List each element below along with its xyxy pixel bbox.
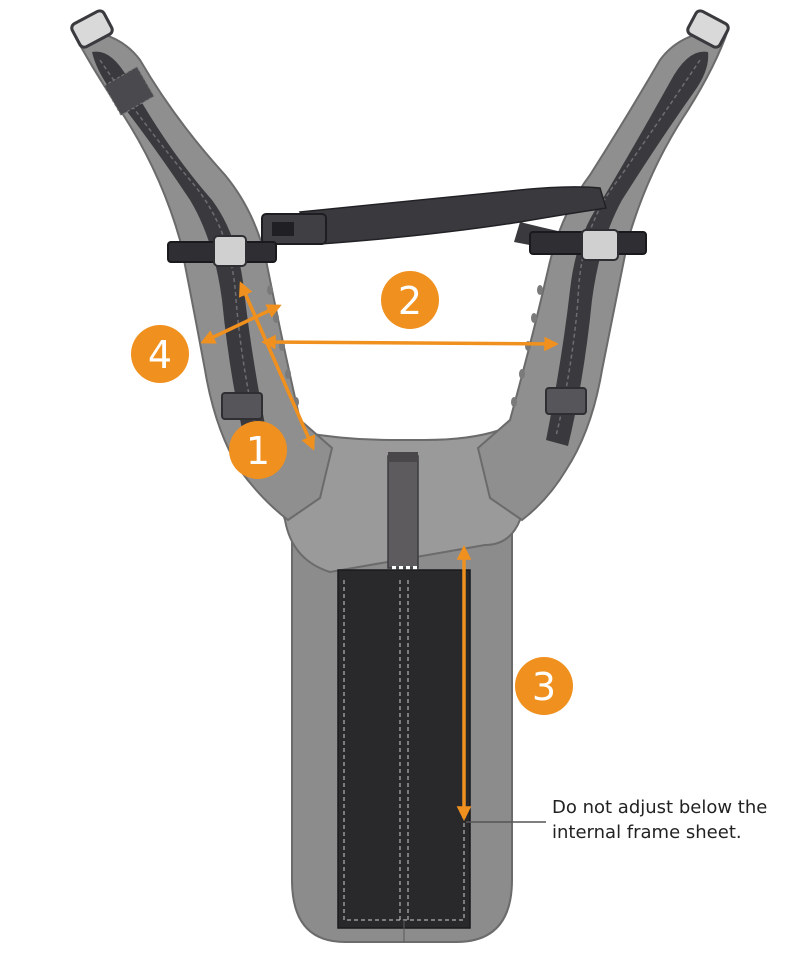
right-strap-top-buckle[interactable] xyxy=(686,9,730,49)
right-sternum-clip[interactable] xyxy=(581,229,619,261)
callout-number-1: 1 xyxy=(246,429,270,473)
left-sternum-clip[interactable] xyxy=(213,235,247,267)
torso-adjust-tab-tip xyxy=(388,452,418,462)
left-shoulder-strap-padding xyxy=(70,28,334,522)
sternum-strap-buckle-slot xyxy=(272,222,294,236)
right-shoulder-strap-padding xyxy=(476,28,730,522)
internal-frame-sheet xyxy=(337,569,471,929)
note-line-2: internal frame sheet. xyxy=(552,822,742,843)
arrow-2-shoulder-width xyxy=(261,334,559,352)
sternum-strap-webbing xyxy=(298,186,607,245)
frame-sheet-note: Do not adjust below the internal frame s… xyxy=(552,795,797,845)
callout-badge-4: 4 xyxy=(131,325,189,383)
right-strap-lower-keeper[interactable] xyxy=(545,387,587,415)
torso-adjust-tab[interactable] xyxy=(387,455,419,569)
left-strap-top-buckle[interactable] xyxy=(70,9,114,49)
left-strap-logo-patch xyxy=(103,66,155,116)
callout-badge-3: 3 xyxy=(515,657,573,715)
torso-adjust-markers xyxy=(392,566,417,572)
callout-number-3: 3 xyxy=(532,665,556,709)
note-line-1: Do not adjust below the xyxy=(552,797,768,818)
callout-number-2: 2 xyxy=(398,279,422,323)
callout-badge-2: 2 xyxy=(381,271,439,329)
left-strap-lower-keeper[interactable] xyxy=(221,392,263,420)
callout-badge-1: 1 xyxy=(229,421,287,479)
callout-number-4: 4 xyxy=(148,333,172,377)
arrow-4-strap-width xyxy=(200,304,282,344)
